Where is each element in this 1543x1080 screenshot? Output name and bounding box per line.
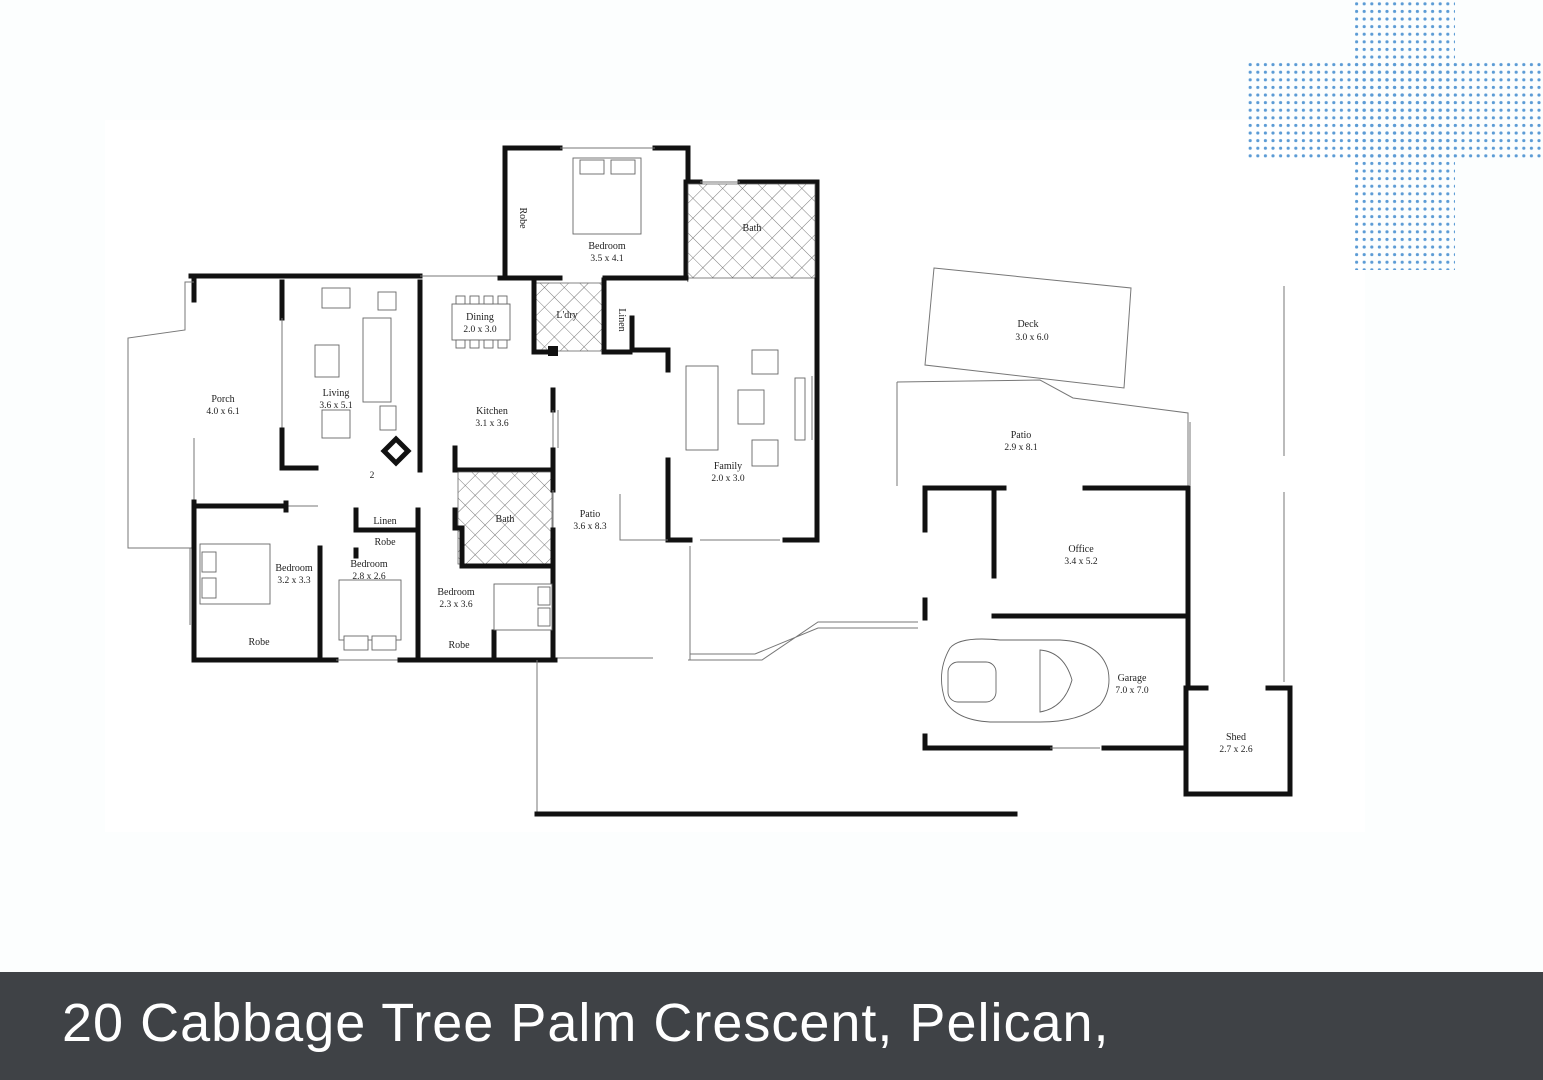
label-bedroom-left: Bedroom [275,563,312,574]
label-bedroom-right: Bedroom [437,587,474,598]
dim-garage: 7.0 x 7.0 [1115,686,1149,696]
label-robe-main: Robe [517,207,528,229]
fireplace-icon [380,435,412,467]
label-patio-mid: Patio [580,509,601,520]
dim-kitchen: 3.1 x 3.6 [475,419,509,429]
property-address: 20 Cabbage Tree Palm Crescent, Pelican, [62,993,1110,1053]
label-robe-right: Robe [448,640,470,651]
dim-shed: 2.7 x 2.6 [1219,745,1253,755]
label-laundry: L'dry [556,310,577,321]
car-icon [941,638,1110,723]
label-bedroom-main: Bedroom [588,241,625,252]
room-labels: Bedroom 3.5 x 4.1 Robe Bath L'dry Linen … [206,207,1253,755]
laundry-tiles [533,282,603,352]
outbuildings [688,267,1293,797]
dining-table [451,303,511,341]
label-dining: Dining [466,312,494,323]
dotted-cross-logo [1245,0,1543,270]
label-shed: Shed [1226,732,1246,743]
sofa-family [685,365,719,451]
label-living: Living [323,388,350,399]
label-deck: Deck [1017,319,1038,330]
dim-living: 3.6 x 5.1 [319,401,353,411]
dim-bedroom-right: 2.3 x 3.6 [439,600,473,610]
dim-deck: 3.0 x 6.0 [1015,333,1049,343]
label-porch: Porch [211,394,234,405]
label-family: Family [714,461,742,472]
label-bath-lower: Bath [496,514,515,525]
deck-outline [924,267,1132,389]
label-kitchen: Kitchen [476,406,508,417]
dim-bedroom-main: 3.5 x 4.1 [590,254,624,264]
dim-porch: 4.0 x 6.1 [206,407,240,417]
bed-mid [338,579,402,641]
label-robe-left: Robe [248,637,270,648]
dim-patio-right: 2.9 x 8.1 [1004,443,1038,453]
dim-dining: 2.0 x 3.0 [463,325,497,335]
dim-office: 3.4 x 5.2 [1064,557,1098,567]
dim-patio-mid: 3.6 x 8.3 [573,522,607,532]
address-bar [0,972,1543,1080]
label-garage: Garage [1118,673,1147,684]
main-house [127,145,1018,817]
dim-bedroom-mid: 2.8 x 2.6 [352,572,386,582]
stair-number: 2 [370,471,375,481]
label-linen-top: Linen [616,308,627,331]
bath-lower-tiles [457,471,553,565]
dim-bedroom-left: 3.2 x 3.3 [277,576,311,586]
label-robe-lower: Robe [374,537,396,548]
label-bedroom-mid: Bedroom [350,559,387,570]
dim-family: 2.0 x 3.0 [711,474,745,484]
bath-upper-tiles [687,183,816,279]
label-linen-lower: Linen [373,516,396,527]
label-patio-right: Patio [1011,430,1032,441]
label-office: Office [1068,544,1094,555]
label-bath-upper: Bath [743,223,762,234]
